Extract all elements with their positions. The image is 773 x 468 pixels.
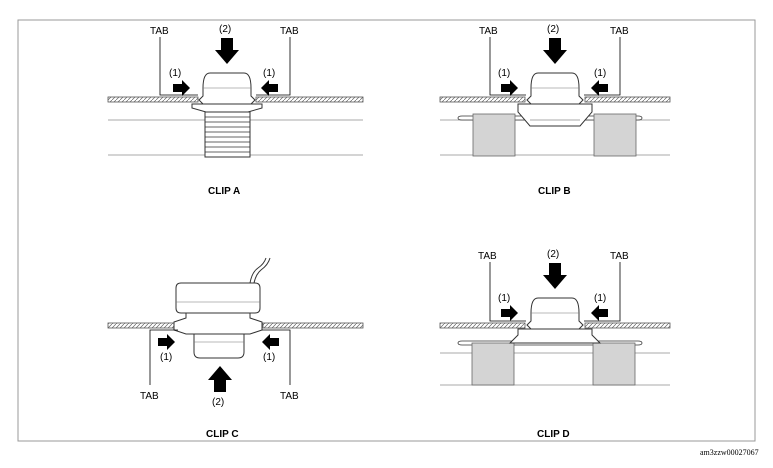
clip-a-label-2: (2) xyxy=(219,24,231,35)
clip-a-arrow-left-icon xyxy=(261,80,278,96)
clip-c-arrow-up-icon xyxy=(208,366,232,392)
clip-a-tab-label-right: TAB xyxy=(280,26,299,37)
clip-c-collar xyxy=(173,312,263,335)
clip-b-arrow-left-icon xyxy=(591,80,608,96)
clip-d-label-1-left: (1) xyxy=(498,293,510,304)
clip-c-arrow-left-icon xyxy=(262,334,279,350)
clip-a-collar xyxy=(191,103,263,113)
clip-b-panel: TAB TAB (2) (1) (1) CLIP B xyxy=(439,24,671,197)
clip-b-block-right xyxy=(593,113,637,157)
clip-c-body xyxy=(193,333,245,359)
clip-d-tab-label-right: TAB xyxy=(610,251,629,262)
clip-c-arrow-right-icon xyxy=(158,334,175,350)
clip-d-panel-sheet-left xyxy=(439,322,526,329)
clip-d-tab-leader-right xyxy=(584,262,621,322)
clip-c-tab-leader-left xyxy=(149,329,178,385)
clip-a-label-1-right: (1) xyxy=(263,68,275,79)
clip-d-arrow-right-icon xyxy=(501,305,518,321)
clip-c-label-1-left: (1) xyxy=(160,352,172,363)
clip-a-arrow-right-icon xyxy=(173,80,190,96)
clip-b-block-left xyxy=(472,113,516,157)
clip-c-panel-sheet-left xyxy=(107,322,179,329)
clip-a-panel-sheet-left xyxy=(107,96,199,103)
clip-b-panel-sheet-left xyxy=(439,96,526,103)
clip-d-base xyxy=(508,328,602,344)
clip-c-title: CLIP C xyxy=(206,429,239,440)
clip-b-label-1-left: (1) xyxy=(498,68,510,79)
clip-c-housing xyxy=(175,282,261,314)
clip-c-tab-label-left: TAB xyxy=(140,391,159,402)
clip-b-tab-label-right: TAB xyxy=(610,26,629,37)
clip-c-tab-label-right: TAB xyxy=(280,391,299,402)
clip-a-label-1-left: (1) xyxy=(169,68,181,79)
clip-b-tab-label-left: TAB xyxy=(479,26,498,37)
clip-a-ribbed-leg xyxy=(204,111,251,158)
clip-d-title: CLIP D xyxy=(537,429,570,440)
clip-c-panel-sheet-right xyxy=(262,322,364,329)
clip-d-label-1-right: (1) xyxy=(594,293,606,304)
clip-c-panel: TAB TAB (1) (1) (2) CLIP C xyxy=(107,257,364,440)
clip-b-tab-leader-right xyxy=(584,37,621,96)
clip-b-base xyxy=(517,103,593,127)
clip-b-arrow-right-icon xyxy=(501,80,518,96)
clip-b-head xyxy=(526,72,584,105)
clip-a-panel-sheet-right xyxy=(255,96,364,103)
clip-a-tab-leader-left xyxy=(159,37,198,96)
clip-d-arrow-down-icon xyxy=(543,263,567,289)
clip-d-head xyxy=(526,297,584,330)
clip-d-panel: TAB TAB (2) (1) (1) CLIP D xyxy=(439,249,671,440)
clip-b-title: CLIP B xyxy=(538,186,571,197)
clip-a-head xyxy=(198,72,256,105)
clip-b-arrow-down-icon xyxy=(543,38,567,64)
clip-a-tab-leader-right xyxy=(256,37,291,96)
clip-c-label-2: (2) xyxy=(212,397,224,408)
figure-frame xyxy=(17,19,756,442)
clip-c-tab-leader-right xyxy=(262,329,291,385)
clip-a-tab-label-left: TAB xyxy=(150,26,169,37)
clip-b-panel-sheet-right xyxy=(584,96,671,103)
clip-b-label-2: (2) xyxy=(547,24,559,35)
clip-d-panel-sheet-right xyxy=(584,322,671,329)
clip-d-tab-leader-left xyxy=(489,262,526,322)
clip-a-arrow-down-icon xyxy=(215,38,239,64)
clip-c-wire xyxy=(249,257,267,284)
clip-d-arrow-left-icon xyxy=(591,305,608,321)
figure-code: am3zzw00027067 xyxy=(700,448,759,457)
clip-a-panel: TAB TAB (2) (1) (1) CLIP A xyxy=(107,24,364,197)
clip-b-tab-leader-left xyxy=(489,37,526,96)
clip-b-label-1-right: (1) xyxy=(594,68,606,79)
clip-c-label-1-right: (1) xyxy=(263,352,275,363)
clip-d-block-left xyxy=(471,342,515,386)
clip-a-title: CLIP A xyxy=(208,186,240,197)
clip-d-block-right xyxy=(592,342,636,386)
clip-d-tab-label-left: TAB xyxy=(478,251,497,262)
clip-d-label-2: (2) xyxy=(547,249,559,260)
